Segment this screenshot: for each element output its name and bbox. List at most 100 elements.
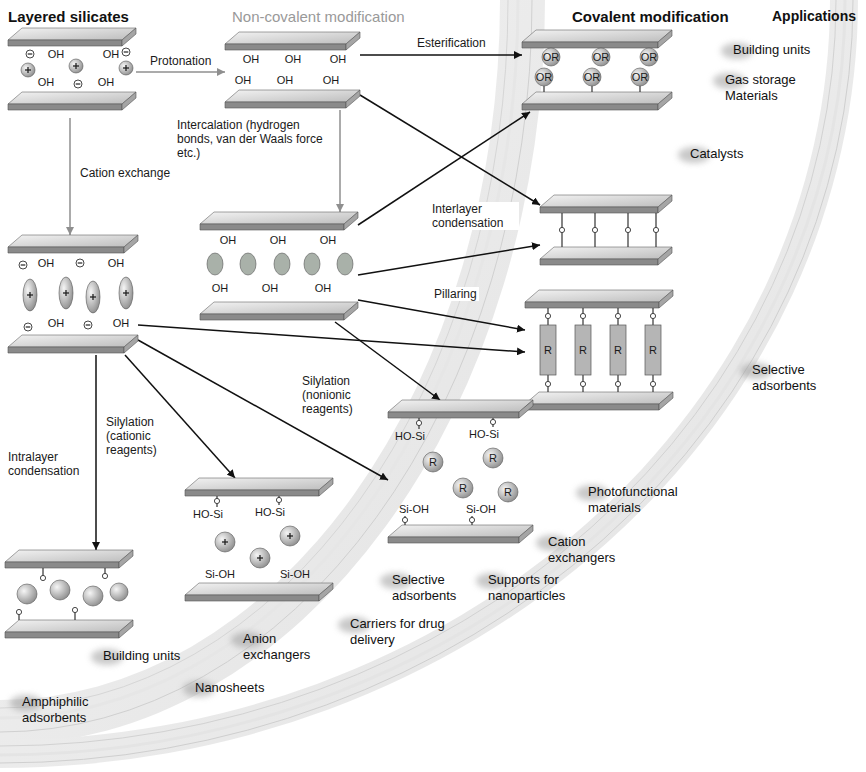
layer-drawing [388,400,533,545]
silicate-layer-edge [346,32,360,50]
swoosh-line [0,0,508,708]
reaction-label: Intralayer condensation [6,450,88,478]
layer-drawing [540,195,672,267]
chemical-group-label: Si-OH [399,503,429,515]
cation-sphere [119,61,133,75]
group-sphere [498,482,518,502]
chemical-group-label: OH [270,234,287,246]
cation-sphere [21,63,35,77]
silicate-layer [200,302,358,314]
chemical-group-label: OH [285,53,302,65]
silicate-layer-edge [185,490,319,496]
group-sphere [483,448,503,468]
silicate-layer [8,92,136,104]
silicate-layer-edge [225,44,346,50]
plus-sign [65,290,66,296]
oxygen-atom [650,313,655,318]
silicate-layer [5,550,133,562]
layer-group [540,195,672,265]
guest-molecule [119,277,133,309]
layer-illustration: RRRR [525,290,673,412]
guest-molecule [304,253,320,275]
oxygen-atom [490,419,495,424]
application-label: Gas storage Materials [725,72,830,104]
cation-sphere [280,526,300,546]
silicate-layer-edge [200,314,344,320]
group-sphere [640,48,658,66]
silicate-layer-edge [525,404,659,410]
plus-sign [27,67,28,73]
chemical-group-label: OH [113,317,130,329]
group-sphere [542,48,560,66]
cation-sphere [215,532,235,552]
chemical-group-label: OR [593,51,610,63]
chemical-group-label: OH [323,74,340,86]
layer-illustration: OHOHOHOHOHOH [225,32,360,110]
layer-drawing [200,212,358,322]
silicate-layer-edge [124,235,138,253]
chemical-group-label: Si-OH [280,568,310,580]
guest-molecule [274,253,290,275]
silicate-layer [225,32,360,44]
reaction-arrow [339,110,341,212]
swoosh-line [0,0,845,755]
minus-sign [76,83,81,84]
chemical-group-label: OH [330,53,347,65]
silicate-layer [5,620,133,632]
oxygen-atom [615,313,620,318]
chemical-group-label: OR [536,71,553,83]
oxygen-atom [40,575,45,580]
group-sphere [110,583,128,601]
chemical-group-label: OH [315,282,332,294]
reaction-label: Pillaring [432,287,479,301]
layer-illustration [5,550,133,640]
layer-group [8,28,136,110]
silicate-layer [388,525,533,537]
guest-molecule [23,279,37,311]
oxygen-atom [469,517,474,522]
layer-group [185,478,333,601]
group-sphere [583,68,601,86]
reaction-arrow [95,355,97,550]
oxygen-atom [16,609,21,614]
chemical-group-label: OH [320,234,337,246]
silicate-layer-edge [525,302,659,308]
anion-site [122,48,130,56]
silicate-layer-edge [346,90,360,108]
silicate-layer [185,583,333,595]
chemical-group-label: OH [235,74,252,86]
silicate-layer-edge [522,42,658,48]
guest-molecule [86,281,100,313]
chemical-group-label: HO-Si [395,430,425,442]
chemical-group-label: OH [108,257,125,269]
pillar [610,325,626,375]
reaction-arrow [138,325,525,352]
layer-illustration: HO-SiHO-SiRRRRSi-OHSi-OH [388,400,533,545]
silicate-layer-edge [388,412,519,418]
silicate-layer-edge [8,104,122,110]
plus-sign [29,292,30,298]
minus-sign [86,324,91,325]
reaction-label: Cation exchange [78,166,172,180]
silicate-layer-edge [658,92,672,110]
silicate-layer-edge [8,347,124,353]
cation-sphere [250,548,270,568]
chemical-group-label: R [544,344,552,356]
reaction-arrow [358,245,540,275]
application-label: Selective adsorbents [752,362,842,394]
chemical-group-label: R [489,452,497,464]
chemical-group-label: OR [543,51,560,63]
chemical-group-label: HO-Si [193,508,223,520]
application-label: Amphiphilic adsorbents [22,694,112,726]
column-heading: Applications [772,8,856,25]
minus-sign [124,51,129,52]
plus-sign [289,533,290,539]
bond-stick [639,86,640,92]
oxygen-atom [214,498,219,503]
anion-site [76,259,84,267]
chemical-group-label: OH [220,234,237,246]
minus-sign [26,326,31,327]
oxygen-atom [559,227,564,232]
swoosh-line [0,0,836,746]
silicate-layer-edge [5,562,119,568]
